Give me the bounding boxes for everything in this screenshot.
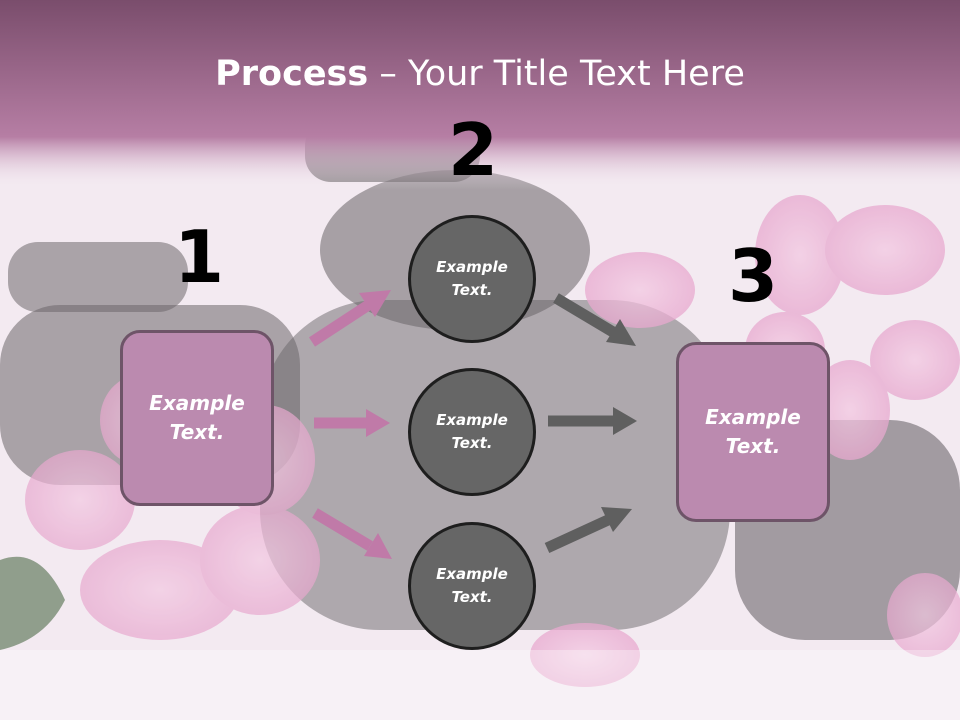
step-2-circle-2-text: Example Text. (436, 411, 508, 452)
petal-top (585, 252, 695, 328)
leaf (0, 556, 65, 650)
title-rest: – Your Title Text Here (368, 54, 745, 94)
flower-right (745, 195, 960, 460)
step-2-circle-2: Example Text. (408, 368, 536, 496)
step-2-number: 2 (447, 108, 499, 192)
stone-left-top (8, 242, 188, 312)
step-1-text: Example Text. (149, 391, 245, 444)
step-1-box: Example Text. (120, 330, 274, 506)
gray-arrow-up (553, 293, 636, 346)
step-3-text: Example Text. (705, 405, 801, 458)
step-2-circle-3-text: Example Text. (436, 565, 508, 606)
gray-arrow-mid (548, 407, 637, 435)
pink-arrow-up (308, 290, 391, 347)
header-band (0, 0, 960, 190)
page-title: Process – Your Title Text Here (0, 52, 960, 96)
step-2-circle-3: Example Text. (408, 522, 536, 650)
step-1-number: 1 (173, 215, 225, 299)
title-bold: Process (215, 54, 369, 94)
petal-bottom (530, 623, 640, 687)
pink-arrow-mid (314, 409, 390, 437)
step-3-number: 3 (727, 234, 779, 318)
step-2-circle-1-text: Example Text. (436, 258, 508, 299)
gray-arrow-down (544, 507, 632, 553)
pink-arrow-down (312, 508, 392, 559)
step-3-box: Example Text. (676, 342, 830, 522)
step-2-circle-1: Example Text. (408, 215, 536, 343)
petal-bottom-right (887, 573, 960, 657)
